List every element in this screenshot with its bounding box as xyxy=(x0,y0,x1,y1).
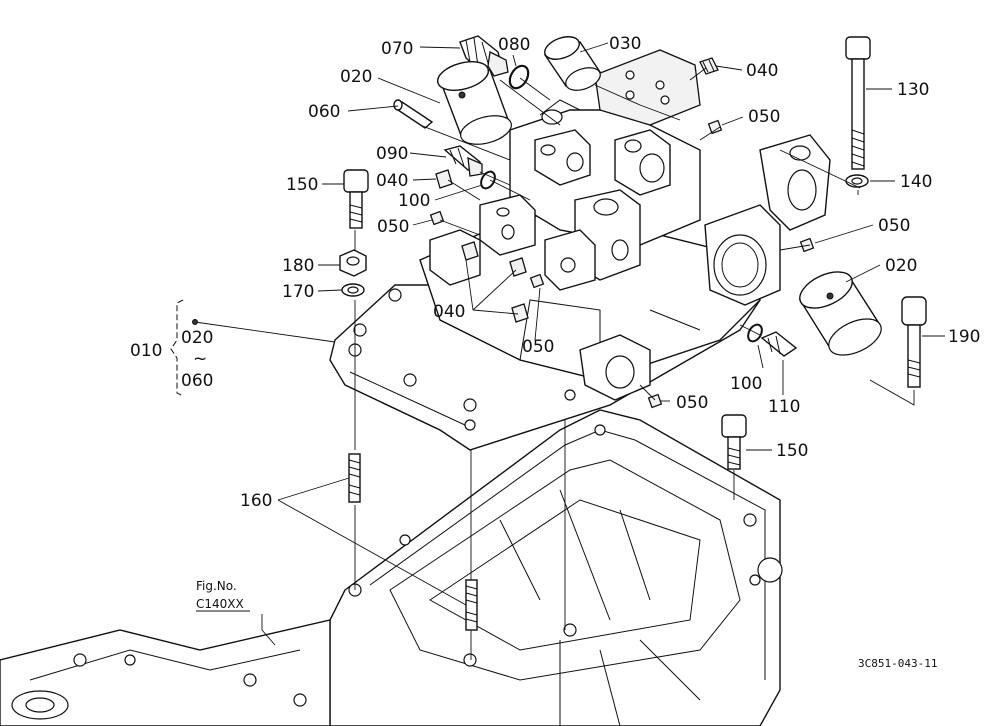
part-050-plug-e xyxy=(647,393,663,409)
label-010: 010 xyxy=(130,341,162,361)
part-labels: 070 080 030 040 020 060 050 130 090 040 … xyxy=(240,34,980,511)
part-110-fitting xyxy=(760,331,798,357)
part-020-sleeve-right xyxy=(798,271,882,356)
part-050-plug-d xyxy=(529,273,545,289)
label-160: 160 xyxy=(240,491,272,511)
part-040-plug-top xyxy=(699,57,719,75)
part-150-bolt-a xyxy=(343,169,369,229)
label-040-c: 040 xyxy=(433,302,465,322)
part-170-washer xyxy=(341,283,365,297)
label-leaders xyxy=(194,42,945,646)
part-070-fitting xyxy=(459,35,509,77)
label-130: 130 xyxy=(897,80,929,100)
label-050-e: 050 xyxy=(676,393,708,413)
label-090: 090 xyxy=(376,144,408,164)
part-190-bolt xyxy=(901,296,927,388)
label-060: 060 xyxy=(308,102,340,122)
label-170: 170 xyxy=(282,282,314,302)
drawing-code: 3C851-043-11 xyxy=(858,657,937,670)
figure-reference: Fig.No. C140XX xyxy=(196,579,250,612)
label-020-right: 020 xyxy=(885,256,917,276)
group-010-bracket: 010 020 ~ 060 xyxy=(130,299,213,397)
label-180: 180 xyxy=(282,256,314,276)
part-060-pin xyxy=(393,99,434,129)
label-050-c: 050 xyxy=(878,216,910,236)
part-140-lock-washer xyxy=(845,174,869,188)
part-020-sleeve-top xyxy=(436,61,512,145)
label-040-b: 040 xyxy=(376,171,408,191)
label-100-b: 100 xyxy=(730,374,762,394)
label-080: 080 xyxy=(498,35,530,55)
label-070: 070 xyxy=(381,39,413,59)
label-150-b: 150 xyxy=(776,441,808,461)
label-050-a: 050 xyxy=(748,107,780,127)
assembly-lines xyxy=(354,67,915,660)
label-150-a: 150 xyxy=(286,175,318,195)
label-040-top: 040 xyxy=(746,61,778,81)
part-150-bolt-b xyxy=(721,414,747,470)
part-050-plug-b xyxy=(429,210,445,226)
part-080-o-ring xyxy=(508,64,530,90)
label-110: 110 xyxy=(768,397,800,417)
group-010-from: 020 xyxy=(181,328,213,348)
label-050-b: 050 xyxy=(377,217,409,237)
part-090-fitting xyxy=(443,145,483,177)
part-040-plug-b xyxy=(435,169,453,189)
transmission-housing xyxy=(0,409,783,726)
figure-ref-caption: Fig.No. xyxy=(196,579,237,593)
group-010-to: 060 xyxy=(181,371,213,391)
label-030: 030 xyxy=(609,34,641,54)
part-130-long-bolt xyxy=(845,36,871,170)
part-100-o-ring-a xyxy=(480,170,496,190)
part-050-plug-c xyxy=(799,237,815,253)
label-140: 140 xyxy=(900,172,932,192)
group-010-marker xyxy=(192,319,198,325)
label-100-a: 100 xyxy=(398,191,430,211)
part-180-nut xyxy=(339,249,367,277)
figure-ref-number: C140XX xyxy=(196,597,244,611)
label-020-top: 020 xyxy=(340,67,372,87)
part-030-sleeve xyxy=(543,36,602,91)
part-050-plug-a xyxy=(707,119,723,135)
group-010-tilde: ~ xyxy=(193,349,207,369)
label-190: 190 xyxy=(948,327,980,347)
label-050-d: 050 xyxy=(522,337,554,357)
